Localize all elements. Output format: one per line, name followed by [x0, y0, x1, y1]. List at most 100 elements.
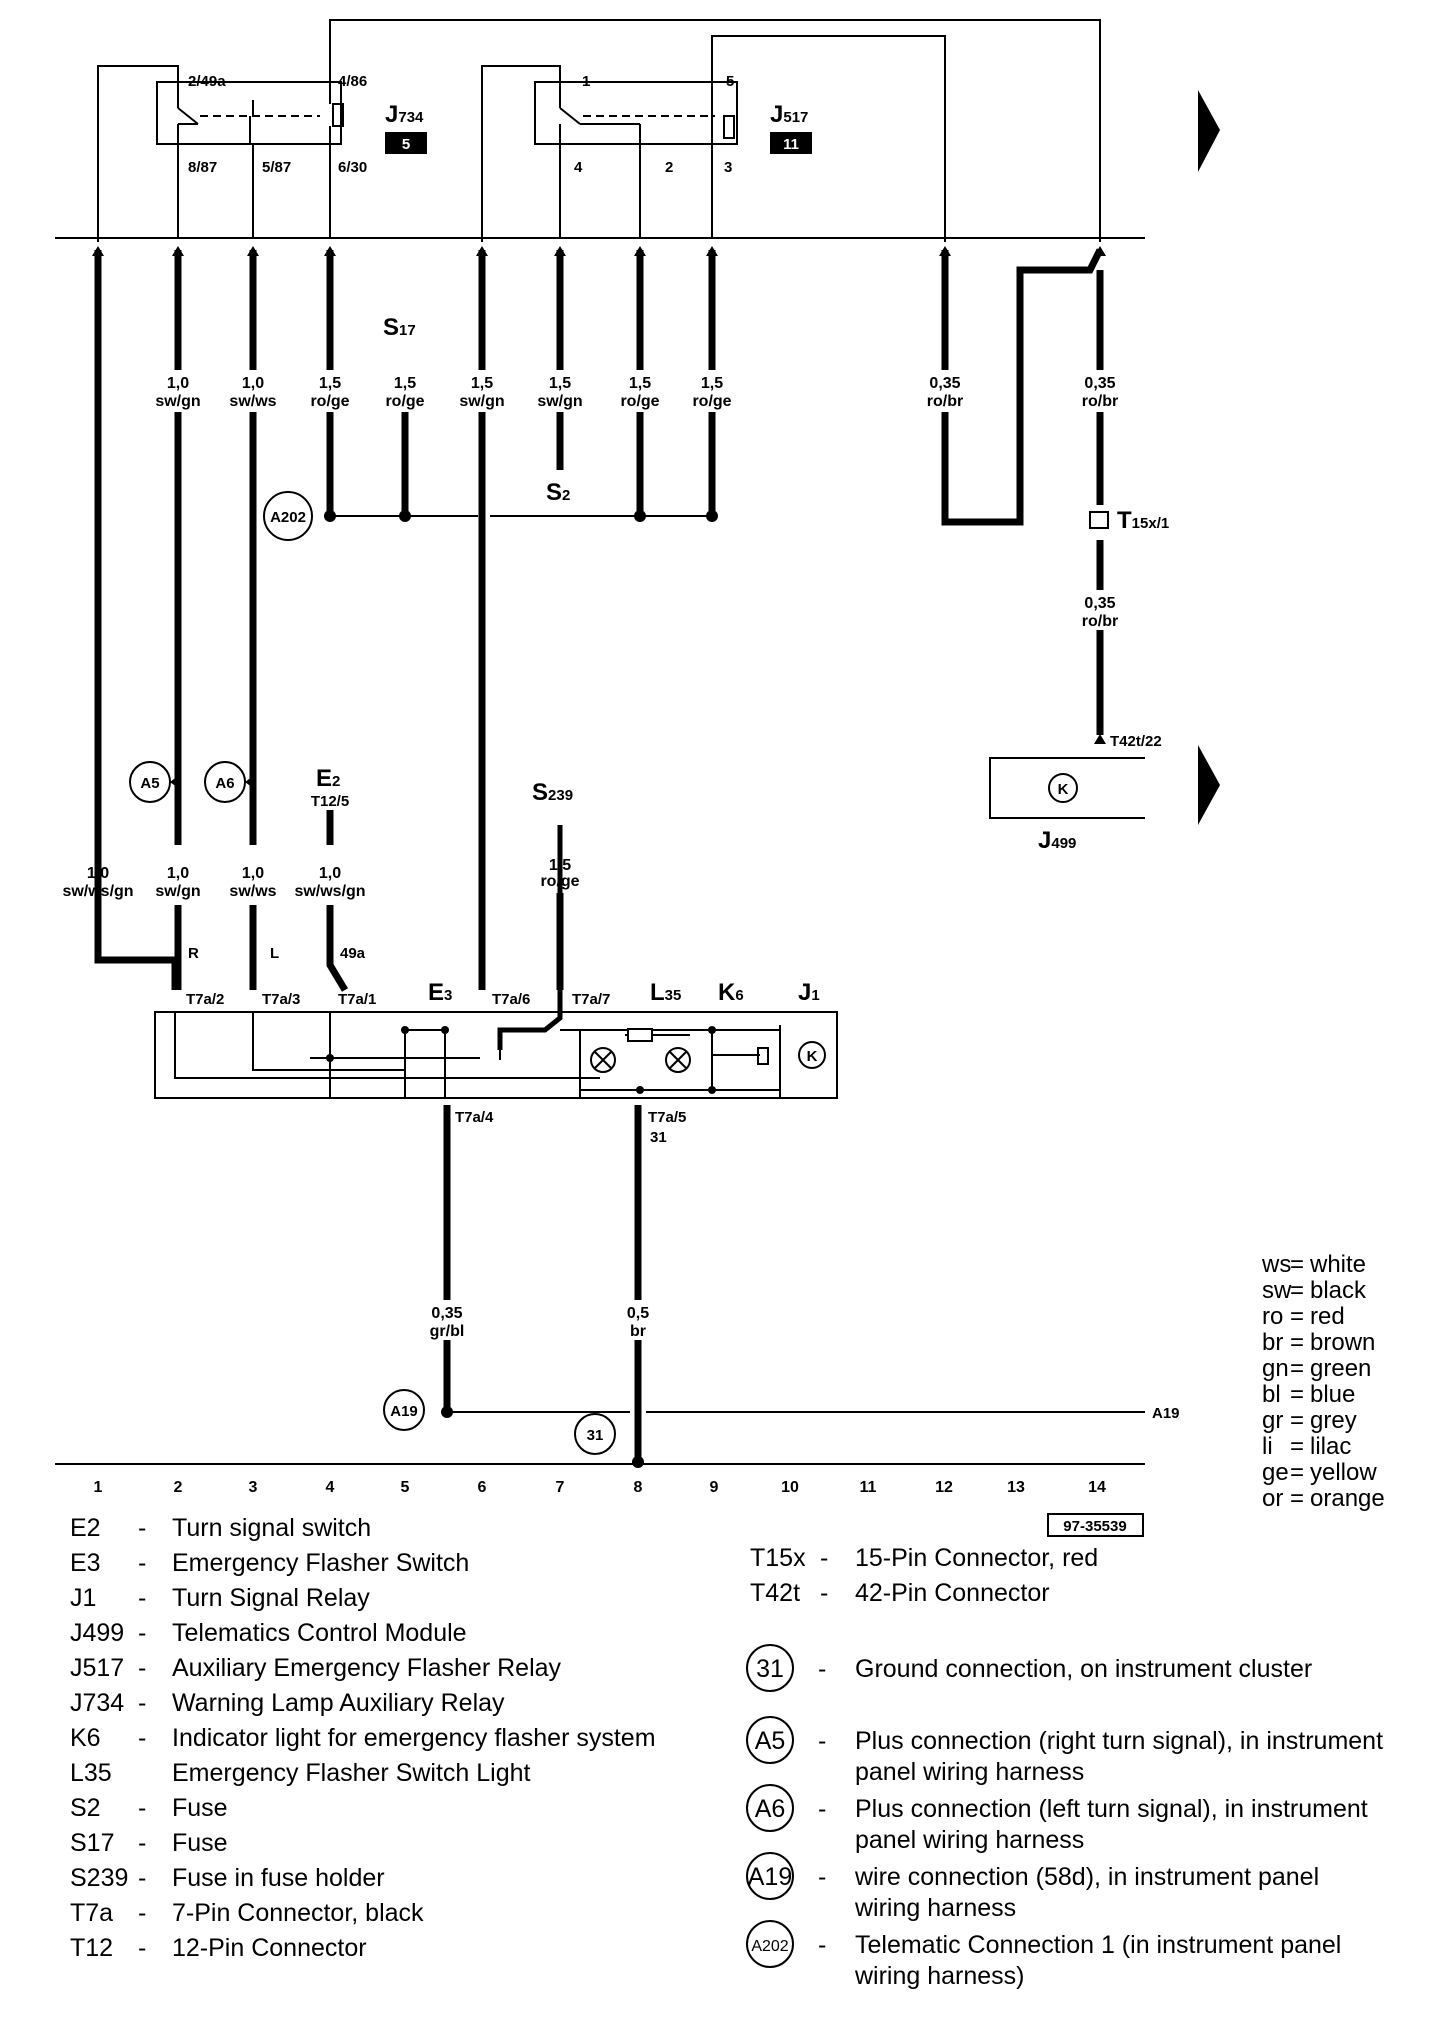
- svg-text:31: 31: [650, 1129, 667, 1146]
- label-k6: K6: [718, 979, 744, 1006]
- svg-text:Fuse: Fuse: [172, 1829, 228, 1857]
- badge-j517-bg: [770, 132, 812, 154]
- svg-text:13: 13: [1007, 1479, 1025, 1496]
- svg-text:1,5: 1,5: [629, 375, 651, 392]
- splice-a202: A202: [270, 509, 306, 526]
- svg-text:ro/br: ro/br: [1082, 613, 1118, 630]
- svg-text:1,0: 1,0: [242, 865, 264, 882]
- legend-left: E2-Turn signal switch E3-Emergency Flash…: [70, 1514, 656, 1962]
- svg-text:15-Pin Connector, red: 15-Pin Connector, red: [855, 1544, 1098, 1572]
- conn-t12-5: T12/5: [311, 793, 349, 810]
- pin-j517-5: 5: [726, 73, 734, 90]
- svg-text:-: -: [138, 1864, 146, 1892]
- switch-module-box: [154, 1011, 838, 1099]
- svg-text:R: R: [188, 945, 199, 962]
- wire-ground-b-color: br: [630, 1323, 646, 1340]
- svg-text:Telematic Connection 1 (in ins: Telematic Connection 1 (in instrument pa…: [855, 1931, 1341, 1959]
- svg-text:1,5: 1,5: [394, 375, 416, 392]
- svg-text:Indicator light for emergency: Indicator light for emergency flasher sy…: [172, 1724, 656, 1752]
- svg-text:2: 2: [174, 1479, 183, 1496]
- svg-text:sw: sw: [1262, 1277, 1292, 1304]
- svg-text:-: -: [138, 1584, 146, 1612]
- svg-text:1,0: 1,0: [167, 375, 189, 392]
- ground-31: 31: [587, 1427, 604, 1444]
- label-s239: S239: [532, 779, 573, 806]
- module-j499-box: [989, 757, 1145, 819]
- relay-j734-contacts: [177, 82, 344, 144]
- svg-text:1,5: 1,5: [471, 375, 493, 392]
- svg-text:blue: blue: [1310, 1381, 1355, 1408]
- top-loop-wires: [97, 19, 1101, 242]
- svg-text:8: 8: [634, 1479, 643, 1496]
- svg-text:panel wiring harness: panel wiring harness: [855, 1758, 1084, 1786]
- svg-text:=: =: [1290, 1381, 1304, 1408]
- module-connectors: T7a/2 T7a/3 T7a/1 T7a/6 T7a/7 T7a/4 T7a/…: [186, 991, 686, 1146]
- label-s17: S17: [383, 314, 416, 341]
- svg-text:T7a/7: T7a/7: [572, 991, 610, 1008]
- splice-a6: A6: [215, 775, 234, 792]
- svg-text:T7a/6: T7a/6: [492, 991, 530, 1008]
- svg-text:T12: T12: [70, 1934, 113, 1962]
- svg-text:0,35: 0,35: [929, 375, 960, 392]
- relay-j517-contacts: [559, 82, 735, 144]
- svg-text:L35: L35: [70, 1759, 112, 1787]
- svg-text:Plus connection (left turn sig: Plus connection (left turn signal), in i…: [855, 1795, 1368, 1823]
- svg-text:sw/gn: sw/gn: [459, 393, 504, 410]
- svg-text:white: white: [1309, 1251, 1366, 1278]
- svg-text:Telematics Control Module: Telematics Control Module: [172, 1619, 467, 1647]
- svg-text:ro/ge: ro/ge: [385, 393, 424, 410]
- svg-text:orange: orange: [1310, 1485, 1385, 1512]
- svg-text:grey: grey: [1310, 1407, 1357, 1434]
- connector-t15x1-symbol: [1089, 511, 1109, 529]
- ref-code: 97-35539: [1063, 1518, 1126, 1535]
- pin-j517-4: 4: [574, 159, 583, 176]
- svg-text:-: -: [138, 1899, 146, 1927]
- label-j517: J517: [770, 101, 808, 128]
- ref-code-box: [1047, 1513, 1144, 1537]
- splice-a202-circle: [263, 491, 313, 541]
- svg-text:green: green: [1310, 1355, 1371, 1382]
- svg-text:T7a: T7a: [70, 1899, 113, 1927]
- splice-a5: A5: [140, 775, 159, 792]
- svg-text:9: 9: [710, 1479, 719, 1496]
- svg-text:5: 5: [401, 1479, 410, 1496]
- svg-text:=: =: [1290, 1407, 1304, 1434]
- wire-s239-size: 1,5: [549, 857, 571, 874]
- svg-text:-: -: [820, 1579, 828, 1607]
- svg-text:A5: A5: [755, 1727, 786, 1755]
- svg-text:J517: J517: [70, 1654, 124, 1682]
- svg-text:Warning Lamp Auxiliary Relay: Warning Lamp Auxiliary Relay: [172, 1689, 505, 1717]
- pin-j517-2: 2: [665, 159, 673, 176]
- svg-text:yellow: yellow: [1310, 1459, 1377, 1486]
- svg-text:li: li: [1262, 1433, 1273, 1460]
- wire-ground-a-color: gr/bl: [430, 1323, 465, 1340]
- pin-j734-2-49a: 2/49a: [188, 73, 226, 90]
- svg-text:sw/gn: sw/gn: [155, 883, 200, 900]
- relay-pin-stubs: [177, 144, 713, 238]
- svg-text:=: =: [1290, 1355, 1304, 1382]
- svg-text:Plus connection (right turn si: Plus connection (right turn signal), in …: [855, 1727, 1383, 1755]
- svg-text:=: =: [1290, 1433, 1304, 1460]
- badge-j734-bg: [385, 132, 427, 154]
- legend-right-circles: 31 - Ground connection, on instrument cl…: [746, 1644, 1383, 1990]
- svg-text:K6: K6: [70, 1724, 101, 1752]
- svg-text:7: 7: [556, 1479, 565, 1496]
- svg-text:ro/br: ro/br: [927, 393, 963, 410]
- svg-text:J734: J734: [70, 1689, 124, 1717]
- svg-text:Emergency Flasher Switch Light: Emergency Flasher Switch Light: [172, 1759, 531, 1787]
- svg-text:3: 3: [249, 1479, 258, 1496]
- svg-text:brown: brown: [1310, 1329, 1375, 1356]
- svg-text:-: -: [818, 1727, 826, 1755]
- svg-text:11: 11: [860, 1479, 877, 1496]
- svg-text:T42t: T42t: [750, 1579, 800, 1607]
- arrow-t42t22: [1094, 734, 1106, 744]
- label-j1: J1: [798, 979, 820, 1006]
- splice-a19-circle: [383, 1389, 425, 1431]
- svg-text:=: =: [1290, 1277, 1304, 1304]
- column-numbers: 1 2 3 4 5 6 7 8 9 10 11 12 13 14: [94, 1479, 1106, 1496]
- svg-text:12: 12: [935, 1479, 953, 1496]
- svg-text:black: black: [1310, 1277, 1367, 1304]
- switch-module-dots: [326, 1026, 716, 1094]
- svg-text:=: =: [1290, 1485, 1304, 1512]
